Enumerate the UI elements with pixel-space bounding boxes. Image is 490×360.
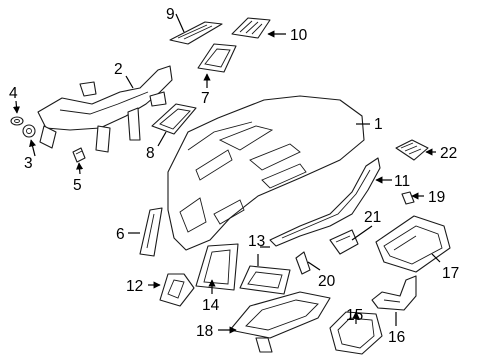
leader-lines [12, 13, 441, 334]
callout-22: 22 [440, 145, 457, 162]
part-4-grommet [10, 116, 24, 126]
callout-9: 9 [166, 6, 175, 23]
callout-1: 1 [374, 116, 383, 133]
callout-11: 11 [394, 173, 410, 190]
callout-19: 19 [428, 189, 445, 206]
part-14-cluster-bezel [195, 243, 239, 291]
part-10-speaker-grille [231, 17, 271, 39]
callout-5: 5 [73, 177, 82, 194]
callout-12: 12 [126, 278, 143, 295]
part-5-bracket [72, 147, 86, 163]
callout-14: 14 [202, 297, 220, 314]
part-18-lower-panel [229, 291, 331, 353]
part-9-defroster-grille [169, 21, 223, 45]
part-15-storage-bin [329, 311, 383, 355]
callout-13: 13 [248, 233, 265, 250]
part-7-vent-frame [197, 43, 237, 73]
part-1-instrument-panel [167, 95, 365, 251]
callout-20: 20 [318, 273, 336, 290]
callout-15: 15 [346, 307, 363, 324]
callout-4: 4 [9, 85, 18, 102]
callout-labels: 1 2 3 4 5 6 7 8 9 10 11 12 13 14 15 16 1… [9, 6, 459, 346]
callout-18: 18 [196, 323, 213, 340]
part-8-display-bezel [151, 103, 197, 135]
part-2-cross-car-beam [37, 65, 173, 153]
callout-16: 16 [388, 329, 405, 346]
part-3-clip [22, 124, 36, 138]
part-17-glove-box [375, 215, 451, 273]
part-21-bracket [329, 229, 359, 255]
part-6-side-panel [139, 207, 163, 257]
callout-6: 6 [116, 226, 125, 243]
callout-8: 8 [146, 145, 155, 162]
part-19-clip [401, 191, 415, 205]
callout-21: 21 [364, 209, 381, 226]
part-22-vent-louvre [395, 139, 429, 161]
callout-10: 10 [290, 27, 308, 44]
callout-3: 3 [24, 155, 33, 172]
part-13-cluster-display [239, 265, 291, 295]
part-11-trim-strip [269, 157, 381, 247]
part-12-vent [159, 273, 195, 307]
callout-2: 2 [114, 61, 123, 78]
callout-7: 7 [201, 90, 210, 107]
part-20-connector [295, 251, 311, 275]
callout-17: 17 [442, 265, 459, 282]
part-16-knee-trim [371, 275, 417, 311]
